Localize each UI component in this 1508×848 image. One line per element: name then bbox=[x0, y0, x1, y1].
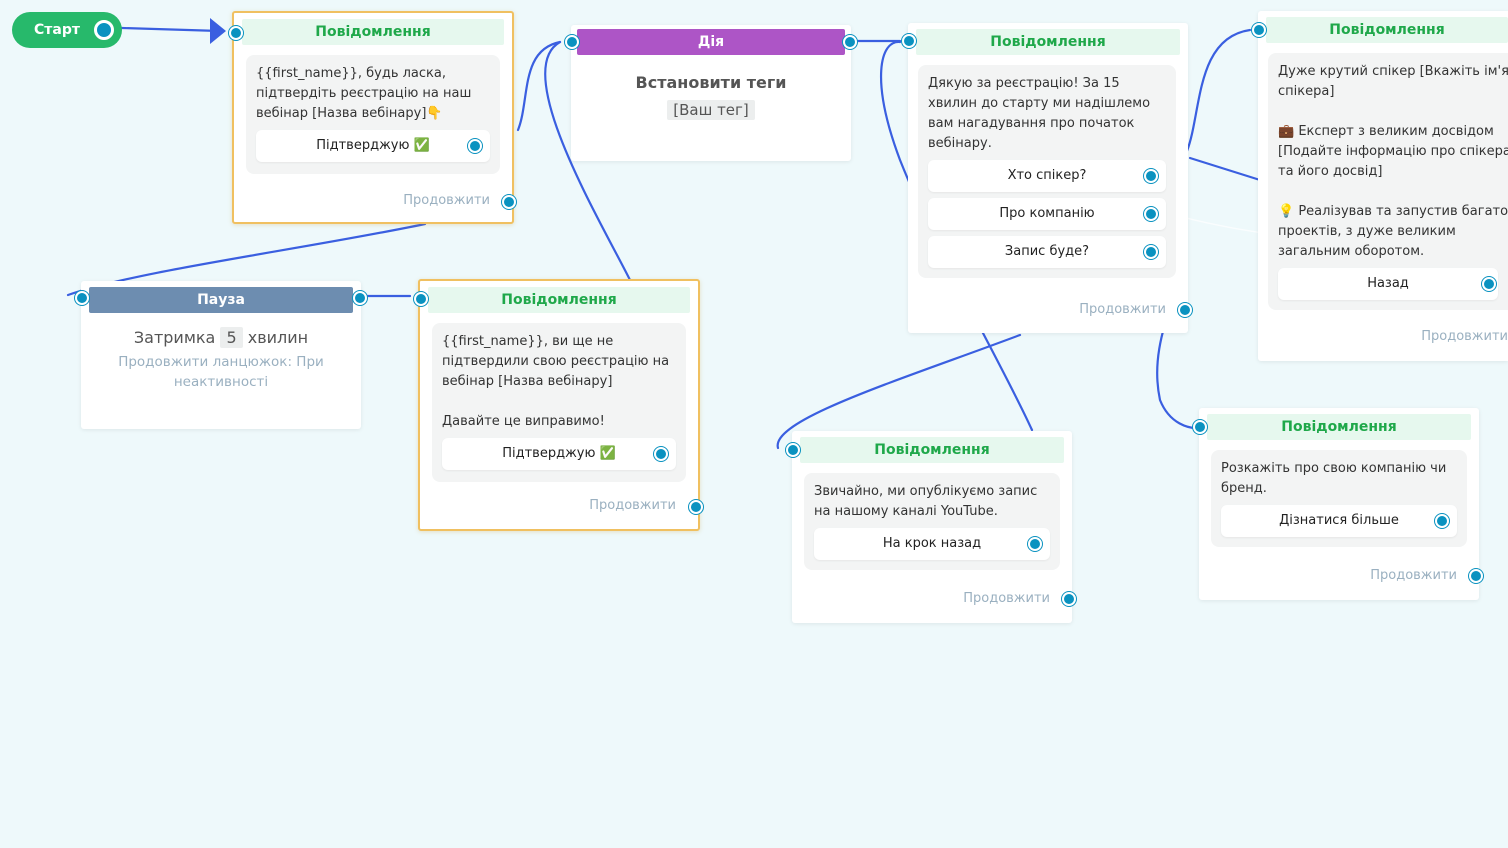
button-output-port[interactable] bbox=[1435, 514, 1449, 528]
button-label: На крок назад bbox=[882, 536, 982, 551]
input-port[interactable] bbox=[1252, 23, 1266, 37]
button-label: Про компанію bbox=[999, 206, 1095, 221]
button-label: Назад bbox=[1367, 276, 1409, 291]
message-node-not-confirmed[interactable]: Повідомлення {{first_name}}, ви ще не пі… bbox=[414, 279, 703, 531]
message-text: Дуже крутий спікер [Вкажіть ім'я спікера… bbox=[1278, 64, 1508, 259]
message-bubble: Дуже крутий спікер [Вкажіть ім'я спікера… bbox=[1268, 53, 1508, 310]
button-label: Підтверджую ✅ bbox=[316, 138, 430, 153]
button-output-port[interactable] bbox=[1144, 245, 1158, 259]
confirm-button[interactable]: Підтверджую ✅ bbox=[442, 438, 676, 470]
continue-output-port[interactable] bbox=[1062, 592, 1076, 606]
continue-output-port[interactable] bbox=[689, 500, 703, 514]
message-text: Розкажіть про свою компанію чи бренд. bbox=[1221, 461, 1447, 496]
message-node-speaker[interactable]: Повідомлення Дуже крутий спікер [Вкажіть… bbox=[1252, 11, 1508, 361]
continue-label: Продовжити bbox=[963, 591, 1050, 606]
input-port[interactable] bbox=[229, 26, 243, 40]
button-label: Запис буде? bbox=[1004, 244, 1090, 259]
continue-label: Продовжити bbox=[1370, 568, 1457, 583]
continue-output-port[interactable] bbox=[1178, 303, 1192, 317]
delay-value: 5 bbox=[220, 327, 243, 348]
message-bubble: {{first_name}}, будь ласка, підтвердіть … bbox=[246, 55, 500, 174]
node-title: Повідомлення bbox=[428, 287, 690, 313]
node-title: Повідомлення bbox=[800, 437, 1064, 463]
message-text: {{first_name}}, ви ще не підтвердили сво… bbox=[442, 334, 670, 429]
tag-value: [Ваш тег] bbox=[667, 100, 755, 120]
back-button[interactable]: Назад bbox=[1278, 268, 1498, 300]
action-heading: Встановити теги bbox=[635, 73, 787, 92]
message-bubble: Дякую за реєстрацію! За 15 хвилин до ста… bbox=[918, 65, 1176, 278]
button-output-port[interactable] bbox=[654, 447, 668, 461]
continue-output-port[interactable] bbox=[502, 195, 516, 209]
delay-row: Затримка 5 хвилин bbox=[81, 327, 361, 348]
recording-button[interactable]: Запис буде? bbox=[928, 236, 1166, 268]
start-node[interactable]: Старт bbox=[12, 12, 122, 48]
message-bubble: {{first_name}}, ви ще не підтвердили сво… bbox=[432, 323, 686, 482]
node-title: Повідомлення bbox=[1207, 414, 1471, 440]
wire-start-msg1 bbox=[120, 26, 222, 33]
message-node-thanks[interactable]: Повідомлення Дякую за реєстрацію! За 15 … bbox=[902, 23, 1192, 333]
pause-node[interactable]: Пауза Затримка 5 хвилин Продовжити ланцю… bbox=[75, 281, 367, 429]
message-node-recording[interactable]: Повідомлення Звичайно, ми опублікуємо за… bbox=[786, 431, 1076, 623]
node-title: Повідомлення bbox=[1266, 17, 1508, 43]
input-port[interactable] bbox=[786, 443, 800, 457]
delay-prefix: Затримка bbox=[133, 328, 216, 347]
input-port[interactable] bbox=[565, 35, 579, 49]
node-title: Дія bbox=[577, 29, 845, 55]
company-button[interactable]: Про компанію bbox=[928, 198, 1166, 230]
node-title: Повідомлення bbox=[242, 19, 504, 45]
continue-output-port[interactable] bbox=[1469, 569, 1483, 583]
button-label: Хто спікер? bbox=[1007, 168, 1087, 183]
message-bubble: Розкажіть про свою компанію чи бренд. Ді… bbox=[1211, 450, 1467, 547]
input-port[interactable] bbox=[75, 291, 89, 305]
output-port[interactable] bbox=[353, 291, 367, 305]
action-node-set-tags[interactable]: Дія Встановити теги [Ваш тег] bbox=[565, 25, 857, 161]
button-label: Підтверджую ✅ bbox=[502, 446, 616, 461]
button-output-port[interactable] bbox=[1144, 207, 1158, 221]
continue-label: Продовжити bbox=[1421, 329, 1508, 344]
input-port[interactable] bbox=[414, 292, 428, 306]
node-title: Повідомлення bbox=[916, 29, 1180, 55]
confirm-button[interactable]: Підтверджую ✅ bbox=[256, 130, 490, 162]
pause-subtitle: Продовжити ланцюжок: При неактивності bbox=[118, 354, 324, 390]
output-port[interactable] bbox=[843, 35, 857, 49]
button-output-port[interactable] bbox=[1028, 537, 1042, 551]
message-node-company[interactable]: Повідомлення Розкажіть про свою компанію… bbox=[1193, 408, 1483, 600]
wire-msg4-back bbox=[1188, 156, 1262, 182]
step-back-button[interactable]: На крок назад bbox=[814, 528, 1050, 560]
message-text: Звичайно, ми опублікуємо запис на нашому… bbox=[814, 484, 1038, 519]
start-label: Старт bbox=[34, 22, 80, 38]
continue-label: Продовжити bbox=[403, 193, 490, 208]
message-text: Дякую за реєстрацію! За 15 хвилин до ста… bbox=[928, 76, 1151, 151]
continue-label: Продовжити bbox=[589, 498, 676, 513]
node-title: Пауза bbox=[89, 287, 353, 313]
message-bubble: Звичайно, ми опублікуємо запис на нашому… bbox=[804, 473, 1060, 570]
continue-label: Продовжити bbox=[1079, 302, 1166, 317]
button-output-port[interactable] bbox=[468, 139, 482, 153]
message-node-confirm[interactable]: Повідомлення {{first_name}}, будь ласка,… bbox=[229, 11, 516, 224]
button-label: Дізнатися більше bbox=[1279, 513, 1399, 528]
start-output-port[interactable] bbox=[94, 20, 114, 40]
learn-more-button[interactable]: Дізнатися більше bbox=[1221, 505, 1457, 537]
speaker-button[interactable]: Хто спікер? bbox=[928, 160, 1166, 192]
message-text: {{first_name}}, будь ласка, підтвердіть … bbox=[256, 66, 472, 121]
input-port[interactable] bbox=[902, 34, 916, 48]
input-port[interactable] bbox=[1193, 420, 1207, 434]
button-output-port[interactable] bbox=[1144, 169, 1158, 183]
delay-unit: хвилин bbox=[247, 328, 309, 347]
button-output-port[interactable] bbox=[1482, 277, 1496, 291]
wire-msg1-btn-action bbox=[516, 40, 562, 132]
